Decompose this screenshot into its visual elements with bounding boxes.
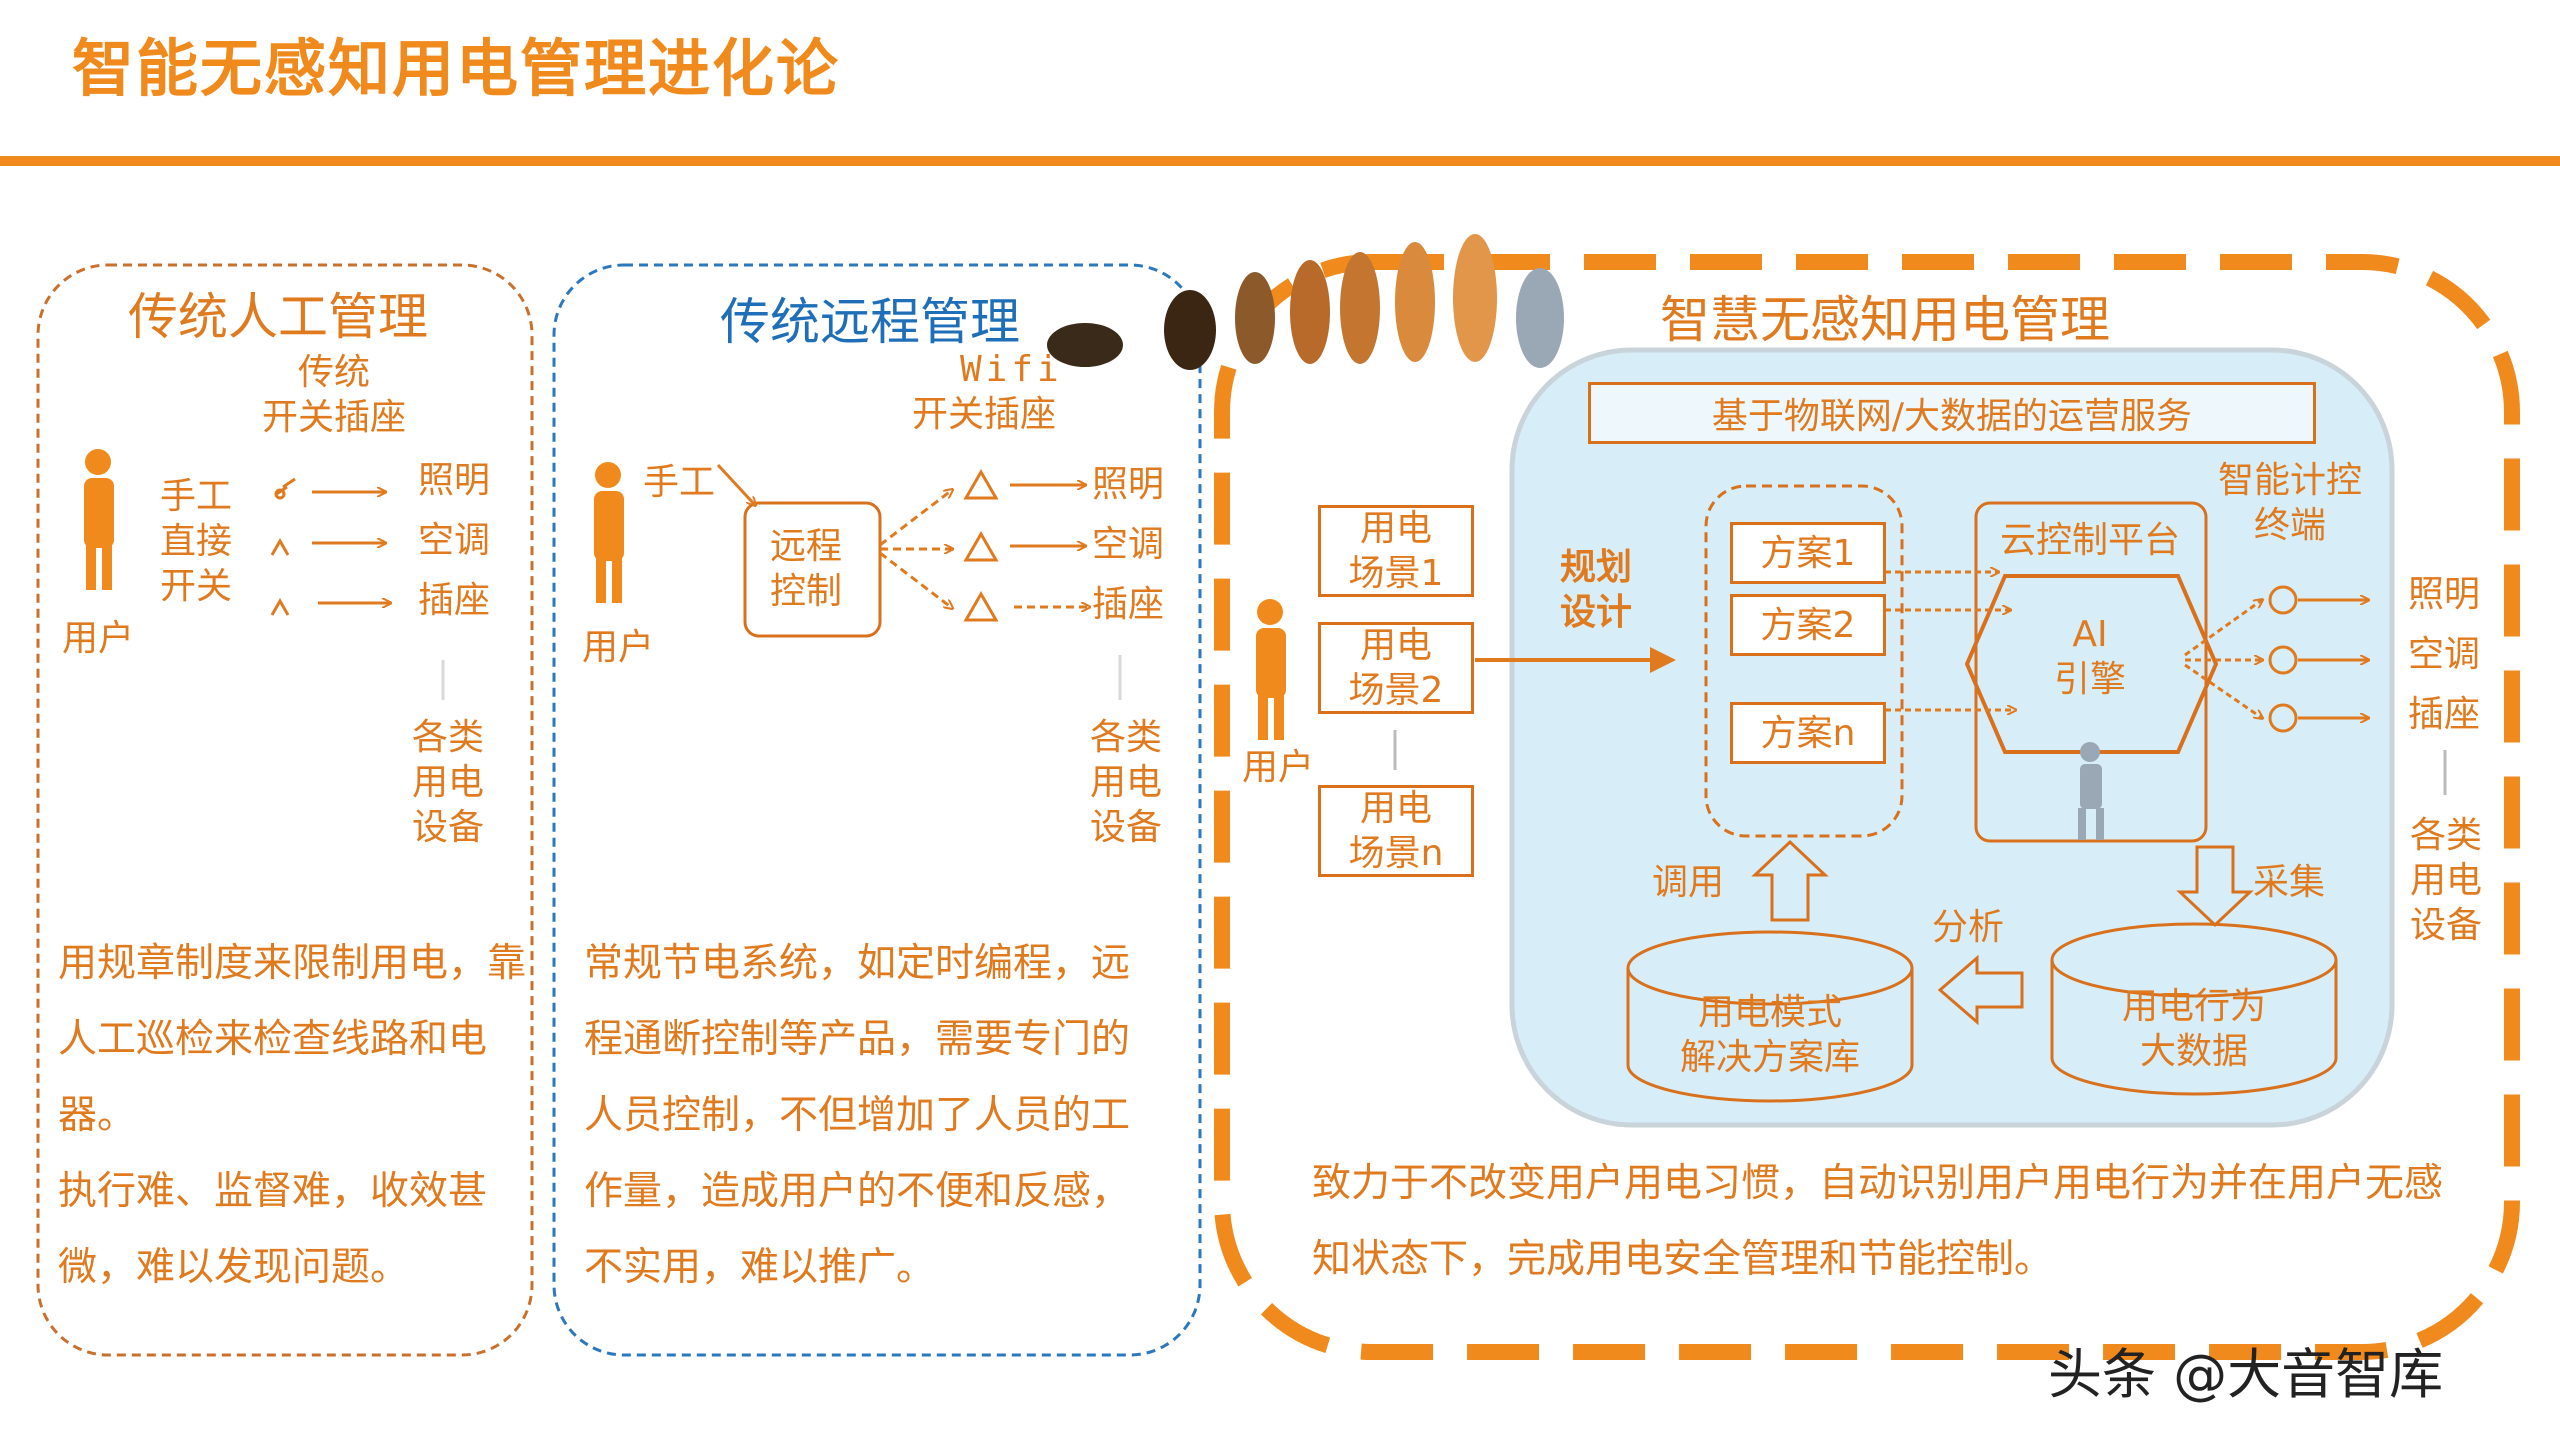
title-underline [0,156,2560,166]
call-label: 调用 [1652,862,1725,903]
remote-target-socket: 插座 [1092,584,1165,625]
remote-manual-label: 手工 [643,462,716,503]
user-figure-2 [594,462,624,603]
remote-panel-border [552,263,1202,1357]
smart-panel-title: 智慧无感知用电管理 [1660,291,2110,349]
smart-target-ac: 空调 [2408,634,2481,675]
scene-box-1: 用电 场景1 [1318,505,1474,597]
plan-design-label: 规划 设计 [1560,547,1633,633]
remote-devices-label: 各类 用电 设备 [1090,717,1163,848]
manual-switch-label: 传统 开关插座 [262,352,407,438]
behavior-db-label: 用电行为 大数据 [2121,986,2266,1072]
manual-description: 用规章制度来限制用电，靠人工巡检来检查线路和电器。 执行难、监督难，收效甚微，难… [58,941,527,1290]
solution-db-label: 用电模式 解决方案库 [1680,992,1861,1078]
user-figure-1 [84,449,114,590]
remote-description: 常规节电系统，如定时编程，远程通断控制等产品，需要专门的人员控制，不但增加了人员… [584,941,1131,1290]
remote-user-label: 用户 [582,627,655,668]
ops-service-banner: 基于物联网/大数据的运营服务 [1588,382,2316,444]
manual-target-lighting: 照明 [418,460,491,501]
smart-description: 致力于不改变用户用电习惯，自动识别用户用电行为并在用户无感知状态下，完成用电安全… [1312,1161,2444,1282]
smart-user-label: 用户 [1242,747,1315,788]
manual-panel-border [36,263,534,1357]
scene-box-2: 用电 场景2 [1318,622,1474,714]
scheme-box-1: 方案1 [1730,522,1886,584]
robot-figure [2078,742,2104,840]
evolution-figures [1047,234,1564,370]
scheme-box-2: 方案2 [1730,594,1886,656]
manual-operation-label: 手工 直接 开关 [160,476,233,607]
smart-devices-label: 各类 用电 设备 [2410,815,2483,946]
remote-panel-title: 传统远程管理 [720,293,1020,351]
smart-target-lighting: 照明 [2408,574,2481,615]
remote-control-box: 远程 控制 [770,526,843,612]
scheme-box-n: 方案n [1730,702,1886,764]
remote-target-lighting: 照明 [1092,464,1165,505]
user-figure-3 [1256,599,1286,740]
cloud-platform-label: 云控制平台 [2000,520,2181,561]
remote-target-ac: 空调 [1092,524,1165,565]
manual-target-socket: 插座 [418,580,491,621]
smart-target-socket: 插座 [2408,694,2481,735]
analyze-label: 分析 [1932,907,2005,948]
manual-target-ac: 空调 [418,520,491,561]
manual-panel-title: 传统人工管理 [128,288,428,346]
smart-terminal-label: 智能计控 终端 [2218,460,2363,546]
collect-label: 采集 [2253,862,2326,903]
manual-user-label: 用户 [62,618,135,659]
remote-switch-label: 开关插座 [912,394,1057,435]
scene-box-n: 用电 场景n [1318,785,1474,877]
page-title: 智能无感知用电管理进化论 [72,32,841,105]
remote-wifi-label: Wifi [960,349,1063,390]
manual-devices-label: 各类 用电 设备 [412,717,485,848]
smart-panel-border [1214,254,2520,1360]
ai-engine-label: AI 引擎 [2054,614,2127,700]
watermark: 头条 @大音智库 [2048,1343,2444,1406]
